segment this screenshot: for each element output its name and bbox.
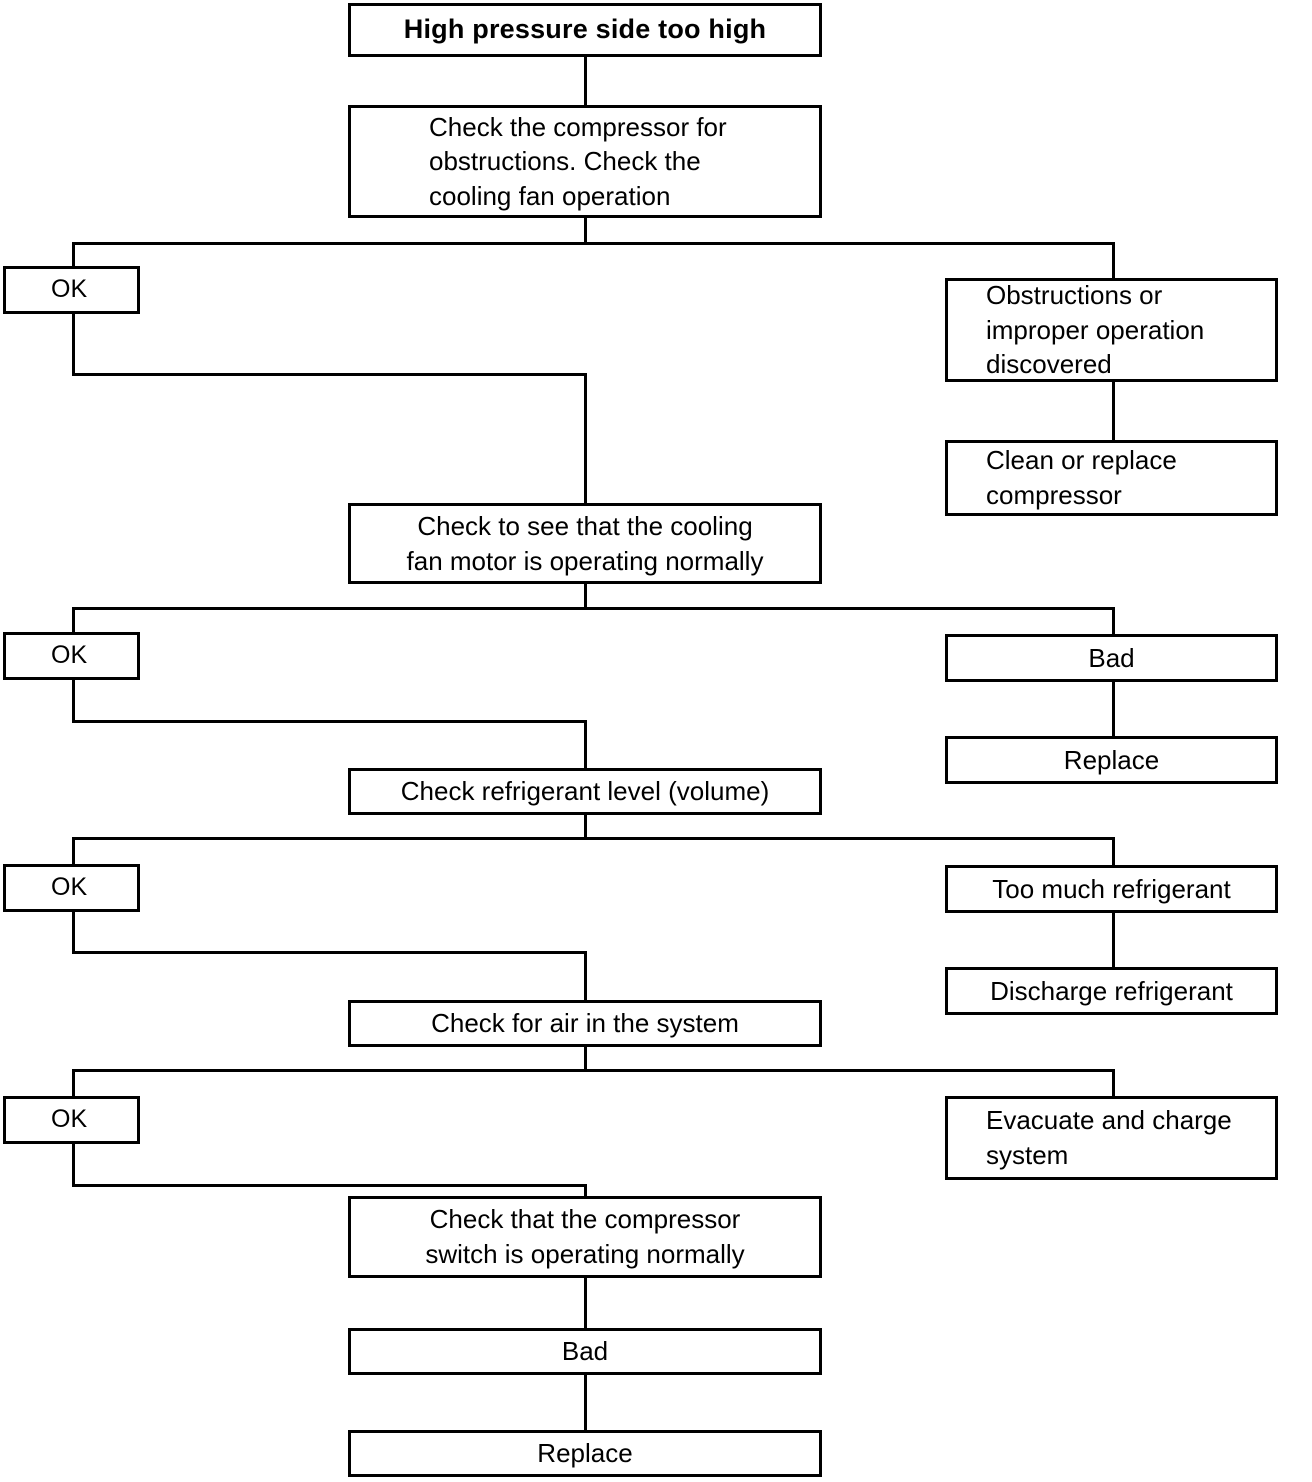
node-bad-2: Bad [348,1328,822,1375]
ok-2-cross-bar [72,720,587,723]
node-title-high-pressure: High pressure side too high [348,3,822,57]
node-bad-2-label: Bad [561,1336,609,1367]
ok-4-cross-bar [72,1184,587,1187]
node-obstructions-discovered: Obstructions or improper operation disco… [945,278,1278,382]
connector-check-switch-to-bad-2 [584,1278,587,1330]
branch-bar-2 [72,607,1115,610]
node-evacuate-and-charge: Evacuate and charge system [945,1096,1278,1180]
node-check-for-air-label: Check for air in the system [431,1008,739,1039]
ok-1-cross-bar [72,373,587,376]
node-obstructions-discovered-label: Obstructions or improper operation disco… [986,280,1205,380]
node-replace-1-label: Replace [1063,744,1160,775]
node-ok-3-label: OK [51,873,88,902]
node-too-much-refrigerant-label: Too much refrigerant [992,873,1231,904]
node-check-compressor: Check the compressor for obstructions. C… [348,105,822,218]
node-evacuate-and-charge-label: Evacuate and charge system [986,1105,1232,1170]
node-ok-4: OK [3,1096,140,1144]
ok-2-to-refrigerant [584,720,587,770]
node-ok-1: OK [3,266,140,314]
node-discharge-refrigerant-label: Discharge refrigerant [990,975,1233,1006]
node-bad-1-label: Bad [1088,642,1135,673]
connector-bad-1-to-replace-1 [1112,680,1115,738]
ok-4-down-stem [72,1142,75,1187]
node-replace-1: Replace [945,736,1278,784]
branch-bar-3 [72,837,1115,840]
node-check-compressor-switch-label: Check that the compressor switch is oper… [425,1204,745,1269]
branch-2-right-stem [1112,607,1115,636]
node-check-compressor-switch: Check that the compressor switch is oper… [348,1196,822,1278]
branch-4-right-stem [1112,1069,1115,1097]
node-ok-4-label: OK [51,1105,88,1134]
ok-3-down-stem [72,910,75,954]
node-clean-or-replace-compressor-label: Clean or replace compressor [986,445,1177,510]
node-replace-2: Replace [348,1430,822,1477]
node-ok-1-label: OK [51,275,88,304]
branch-bar-4 [72,1069,1115,1072]
connector-obstructions-to-clean [1112,380,1115,442]
branch-2-left-stem [72,607,75,637]
branch-3-left-stem [72,837,75,868]
connector-check-compressor-down [584,215,587,244]
node-bad-1: Bad [945,634,1278,682]
node-title-high-pressure-label: High pressure side too high [403,14,767,45]
node-check-refrigerant-level-label: Check refrigerant level (volume) [400,776,770,807]
connector-check-air-down [584,1045,587,1071]
connector-too-much-to-discharge [1112,911,1115,969]
node-check-refrigerant-level: Check refrigerant level (volume) [348,768,822,815]
ok-4-to-check-switch [584,1184,587,1197]
ok-1-to-fan-motor [584,373,587,505]
branch-3-right-stem [1112,837,1115,867]
ok-2-down-stem [72,677,75,723]
branch-bar-1 [72,242,1115,245]
node-ok-2-label: OK [51,641,88,670]
node-clean-or-replace-compressor: Clean or replace compressor [945,440,1278,516]
connector-title-to-check-compressor [584,56,587,108]
connector-refrigerant-down [584,813,587,839]
node-too-much-refrigerant: Too much refrigerant [945,865,1278,913]
node-ok-3: OK [3,864,140,912]
ok-3-to-check-air [584,951,587,1002]
branch-1-right-stem [1112,242,1115,281]
connector-fan-motor-down [584,582,587,610]
node-replace-2-label: Replace [537,1438,633,1469]
node-check-fan-motor-label: Check to see that the cooling fan motor … [406,510,764,576]
node-discharge-refrigerant: Discharge refrigerant [945,967,1278,1015]
branch-1-left-stem [72,242,75,278]
node-check-compressor-label: Check the compressor for obstructions. C… [429,111,727,211]
node-check-for-air: Check for air in the system [348,1000,822,1047]
branch-4-left-stem [72,1069,75,1099]
node-check-fan-motor: Check to see that the cooling fan motor … [348,503,822,584]
ok-3-cross-bar [72,951,587,954]
ok-1-down-stem [72,312,75,375]
node-ok-2: OK [3,632,140,680]
connector-bad-2-to-replace-2 [584,1373,587,1432]
